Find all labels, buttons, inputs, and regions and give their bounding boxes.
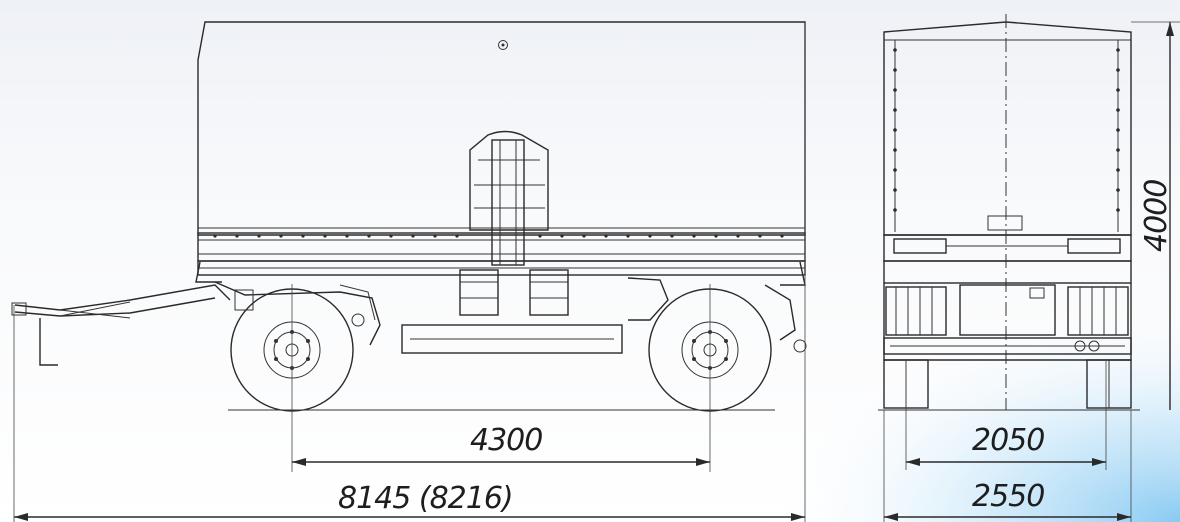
height-label: 4000 [1139,180,1174,252]
spare-wheel [469,130,549,266]
rear-frame [883,260,1132,361]
track-dimension: 2050 [905,360,1107,470]
drawbar [11,284,231,366]
wheelbase-label: 4300 [470,423,542,458]
rear-tarp-eyelets [893,48,1120,212]
overall-length-dimension: 8145 (8216) [13,22,806,522]
side-view: 4300 8145 (8216) [11,21,807,522]
track-label: 2050 [972,423,1044,458]
tool-boxes [401,269,623,354]
rope-hooks [213,234,784,238]
rear-suspension [627,277,807,353]
rear-tarp [883,14,1132,410]
height-dimension: 4000 [1131,21,1180,410]
rear-tires [883,359,1132,409]
width-dimension: 2550 [883,410,1132,522]
side-board [197,232,806,262]
tarp-canopy [197,21,806,236]
rear-view: 4000 2050 2550 [878,14,1180,522]
rear-board [883,234,1132,262]
front-suspension [214,281,381,346]
width-label: 2550 [972,479,1044,514]
overall-length-label: 8145 (8216) [338,481,513,516]
wheelbase-dimension: 4300 [291,284,711,472]
